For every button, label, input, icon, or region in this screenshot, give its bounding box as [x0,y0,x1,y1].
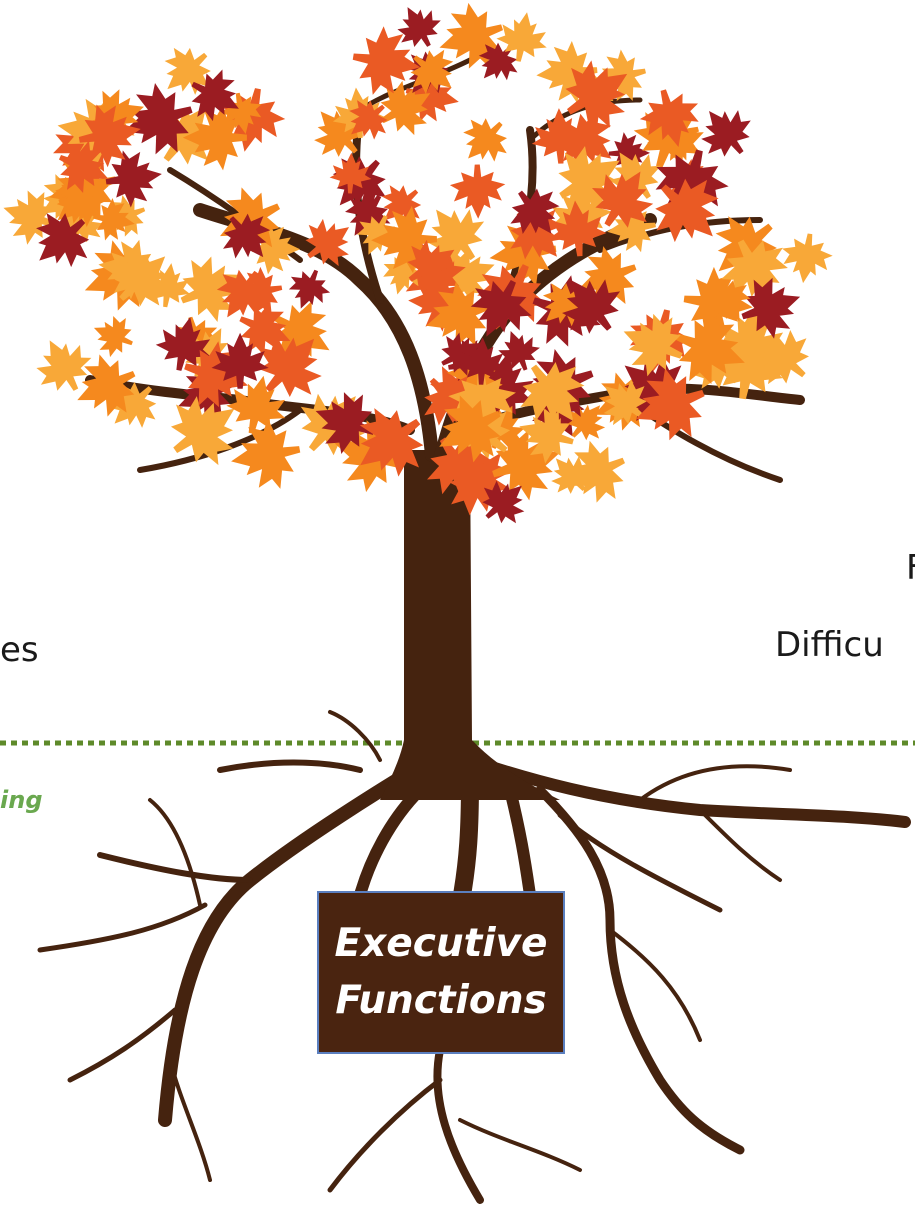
box-line-2: Functions [335,977,547,1023]
right-label-fragment-top: F [906,548,915,588]
maple-leaf-icon [224,414,306,497]
maple-leaf-icon [387,0,449,57]
maple-leaf-icon [777,230,836,287]
tree-trunk [380,450,560,800]
executive-functions-box: Executive Functions [317,891,565,1054]
box-line-1: Executive [334,920,548,966]
green-label-fragment: ing [0,786,43,814]
left-label-fragment: es [0,630,39,670]
right-label-fragment-bottom: Difficu [775,625,884,665]
maple-leaf-icon [450,106,519,176]
maple-leaf-icon [449,164,506,220]
maple-leaf-icon [86,308,141,363]
